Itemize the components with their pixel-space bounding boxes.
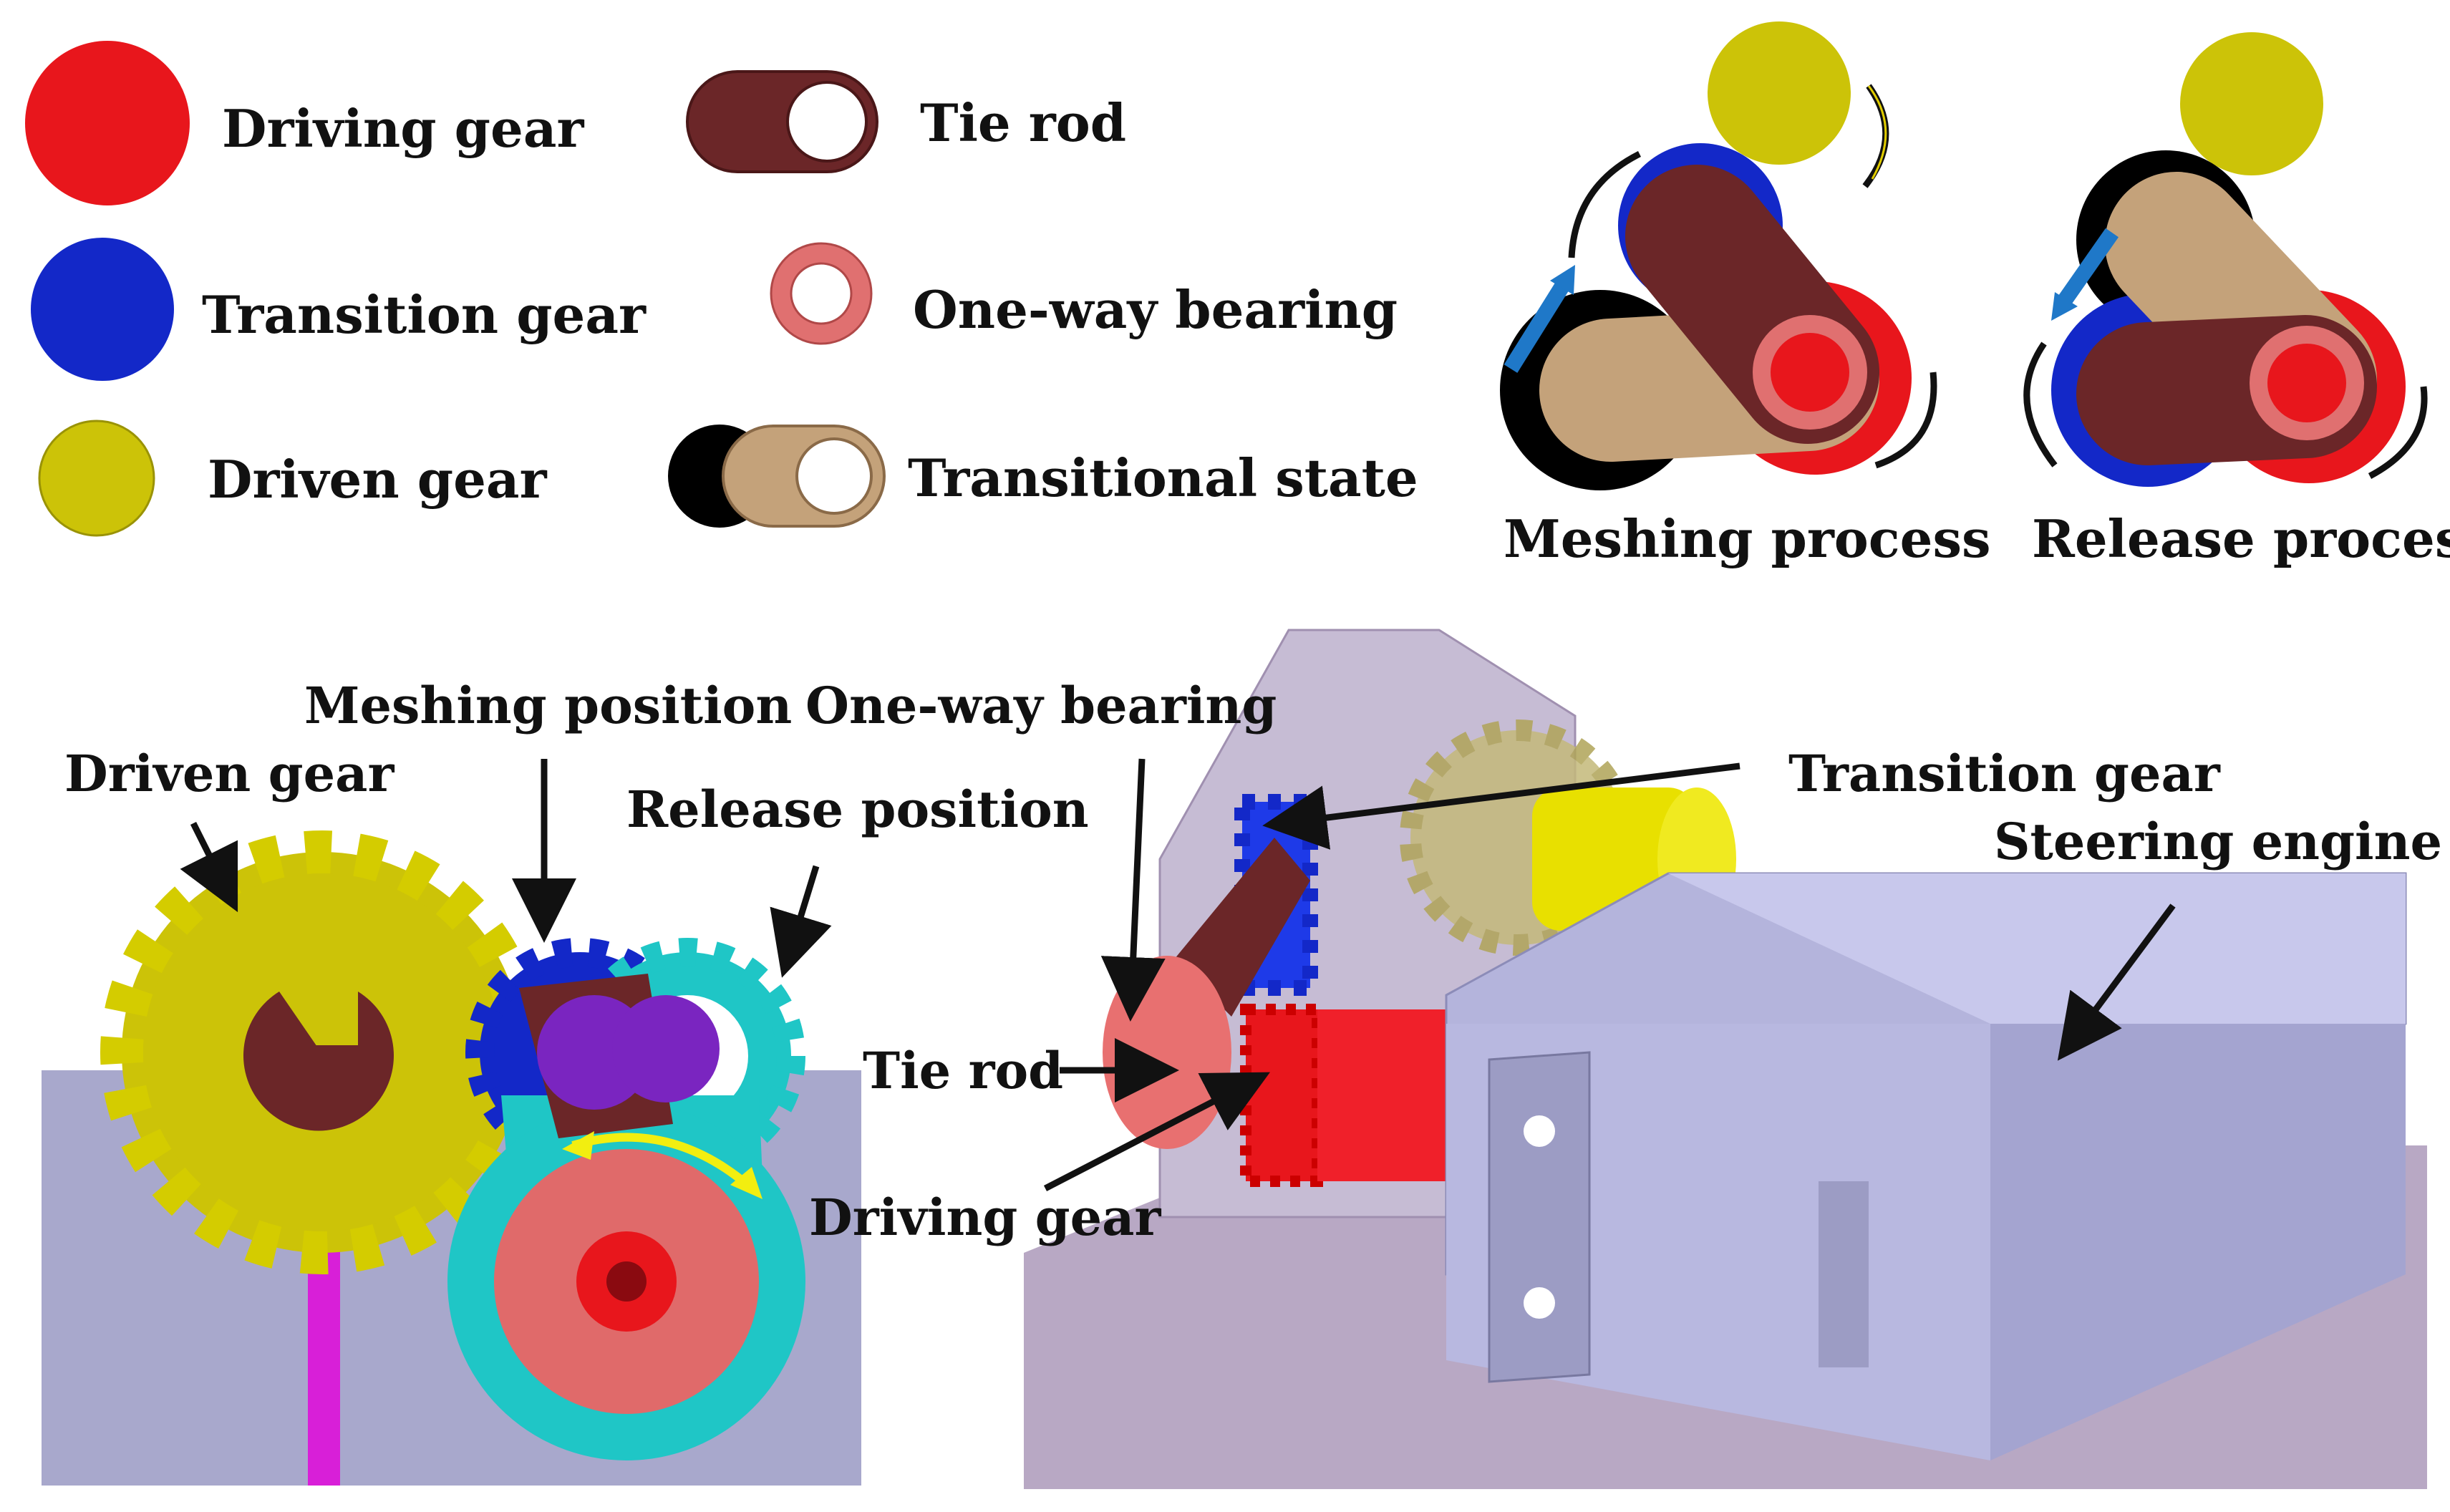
transition-gear-swatch bbox=[31, 238, 174, 381]
assembly-view: One-way bearing Transition gear Steering… bbox=[805, 629, 2442, 1489]
release-process-diagram: Release process bbox=[2023, 32, 2450, 569]
assembly-steering-engine-label: Steering engine bbox=[1994, 812, 2442, 871]
legend-transitional-state-label: Transitional state bbox=[908, 447, 1418, 508]
driven-gear-label: Driven gear bbox=[64, 744, 394, 803]
assembly-one-way-bearing-label: One-way bearing bbox=[805, 676, 1277, 735]
one-way-bearing-swatch bbox=[770, 242, 873, 345]
meshing-process-diagram: Meshing process bbox=[1500, 21, 1991, 569]
release-process-label: Release process bbox=[2032, 508, 2450, 569]
assembly-tie-rod-label: Tie rod bbox=[863, 1041, 1063, 1100]
tie-rod-swatch bbox=[686, 70, 878, 173]
meshing-position-label: Meshing position bbox=[304, 676, 792, 735]
assembly-driving-gear-label: Driving gear bbox=[809, 1188, 1161, 1247]
legend-driving-gear-label: Driving gear bbox=[222, 98, 584, 159]
legend-driven-gear-label: Driven gear bbox=[208, 449, 548, 510]
legend-one-way-bearing-label: One-way bearing bbox=[913, 279, 1398, 340]
driven-gear-large bbox=[100, 830, 544, 1274]
driving-gear-swatch bbox=[25, 41, 190, 205]
assembly-transition-gear-label: Transition gear bbox=[1788, 744, 2221, 803]
legend: Driving gear Transition gear Driven gear… bbox=[25, 41, 1418, 537]
release-position-label: Release position bbox=[626, 780, 1089, 839]
legend-tie-rod-label: Tie rod bbox=[920, 92, 1126, 153]
legend-transition-gear-label: Transition gear bbox=[202, 284, 647, 345]
driven-gear-swatch bbox=[38, 420, 155, 537]
gear-view: Driven gear Meshing position Release pos… bbox=[42, 676, 1089, 1486]
meshing-process-label: Meshing process bbox=[1504, 508, 1991, 569]
transitional-state-swatch bbox=[668, 425, 886, 528]
